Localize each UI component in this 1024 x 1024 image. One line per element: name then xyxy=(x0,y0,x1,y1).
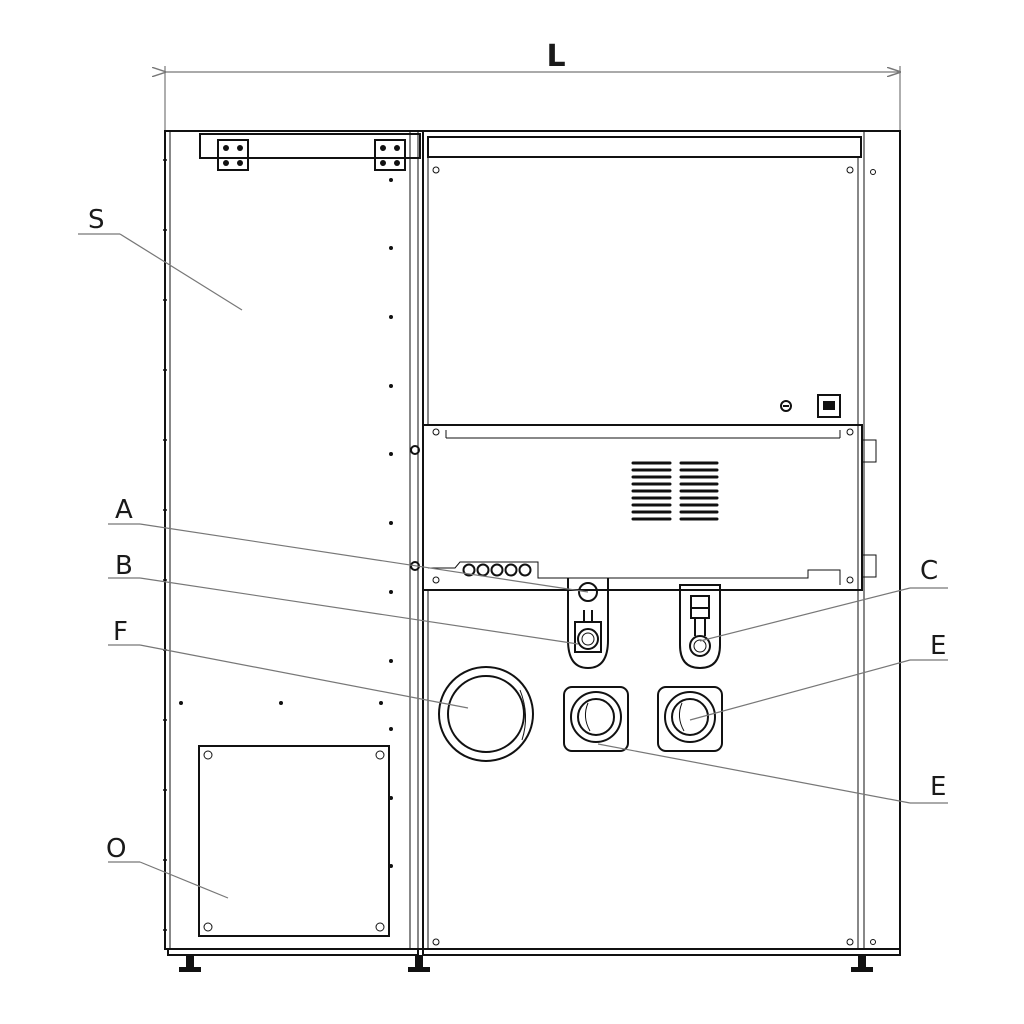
callout-leaders xyxy=(78,233,948,899)
callout-c: C xyxy=(920,556,938,586)
side-panel xyxy=(163,130,424,950)
callout-b: B xyxy=(115,551,133,581)
adjustable-feet xyxy=(167,948,901,972)
connection-a-b-bracket xyxy=(567,578,609,670)
fan-cover xyxy=(410,424,877,591)
callout-s: S xyxy=(88,205,105,235)
inspection-cover xyxy=(198,745,390,937)
callout-e-lower: E xyxy=(930,772,946,802)
callout-f: F xyxy=(113,617,128,647)
callout-labels: S A B F O C E E xyxy=(88,205,946,864)
connection-c-bracket xyxy=(679,584,721,670)
rear-panel xyxy=(422,130,901,950)
connection-e-left xyxy=(563,686,629,752)
flue-outlet xyxy=(438,666,534,762)
dimension-label: L xyxy=(546,39,565,74)
callout-e-upper: E xyxy=(930,631,946,661)
callout-a: A xyxy=(115,495,133,525)
connection-e-right xyxy=(657,686,723,752)
width-dimension: L xyxy=(165,39,900,130)
callout-o: O xyxy=(106,834,126,864)
